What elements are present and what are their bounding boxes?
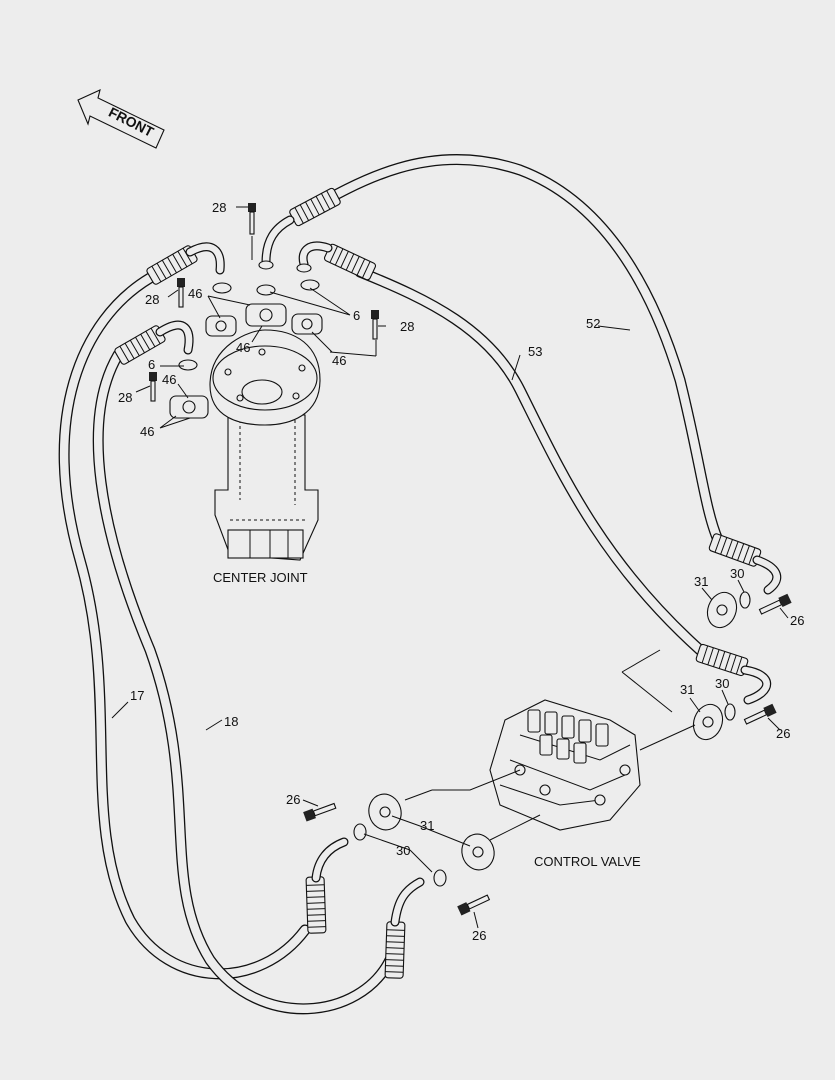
split-flange-2	[291, 313, 323, 335]
bolt-26-left	[303, 802, 337, 822]
hose-17	[58, 272, 311, 980]
center-joint-label: CENTER JOINT	[213, 570, 308, 585]
callout-6: 6	[148, 357, 155, 372]
split-flange-4	[169, 395, 209, 419]
callout-18: 18	[224, 714, 238, 729]
callout-46: 46	[332, 353, 346, 368]
callout-46: 46	[236, 340, 250, 355]
callout-26: 26	[776, 726, 790, 741]
bolt-26-upper	[758, 593, 792, 615]
callout-30: 30	[730, 566, 744, 581]
bolt-26-mid	[743, 703, 777, 725]
split-flange-1	[205, 315, 237, 337]
front-arrow: FRONT	[77, 89, 165, 149]
callout-26: 26	[472, 928, 486, 943]
leader-lines-center-joint	[135, 206, 631, 429]
leader-lines-control-valve	[111, 579, 789, 929]
callout-26: 26	[790, 613, 804, 628]
callout-46: 46	[162, 372, 176, 387]
callout-31: 31	[420, 818, 434, 833]
callout-17: 17	[130, 688, 144, 703]
bolt-28-left	[177, 278, 185, 308]
flange-31-mid	[692, 703, 724, 741]
elbow-tubes	[155, 215, 782, 927]
callout-28: 28	[400, 319, 414, 334]
callout-46: 46	[188, 286, 202, 301]
callout-53: 53	[528, 344, 542, 359]
hose-18	[92, 349, 396, 1015]
center-joint-flanges	[169, 303, 323, 419]
callout-31: 31	[680, 682, 694, 697]
bolt-26-lower	[457, 894, 491, 916]
callout-31: 31	[694, 574, 708, 589]
callout-28: 28	[145, 292, 159, 307]
callout-52: 52	[586, 316, 600, 331]
callout-6: 6	[353, 308, 360, 323]
hose-52	[294, 153, 724, 546]
control-valve-orings	[353, 591, 751, 887]
bolt-28-top	[248, 203, 256, 235]
callout-30: 30	[715, 676, 729, 691]
control-valve	[489, 699, 641, 831]
control-valve-label: CONTROL VALVE	[534, 854, 641, 869]
center-joint-orings	[178, 260, 320, 371]
split-flange-3	[245, 303, 287, 327]
flange-31-left	[368, 793, 402, 831]
hose-53	[354, 266, 706, 656]
bolt-28-right	[371, 310, 379, 340]
center-joint-bolts	[149, 203, 379, 402]
callout-30: 30	[396, 843, 410, 858]
flange-31-right	[461, 833, 495, 871]
callout-46: 46	[140, 424, 154, 439]
callout-labels: 28 28 28 28 46 46 46 46 46 6 6 52 53 17 …	[118, 200, 804, 943]
control-valve-flanges	[368, 591, 738, 871]
control-valve-bolts	[303, 593, 792, 916]
valve-spools	[527, 709, 609, 764]
bolt-28-lower	[149, 372, 157, 402]
center-joint	[209, 329, 321, 561]
callout-28: 28	[212, 200, 226, 215]
callout-28: 28	[118, 390, 132, 405]
callout-26: 26	[286, 792, 300, 807]
flange-31-upper	[706, 591, 738, 629]
